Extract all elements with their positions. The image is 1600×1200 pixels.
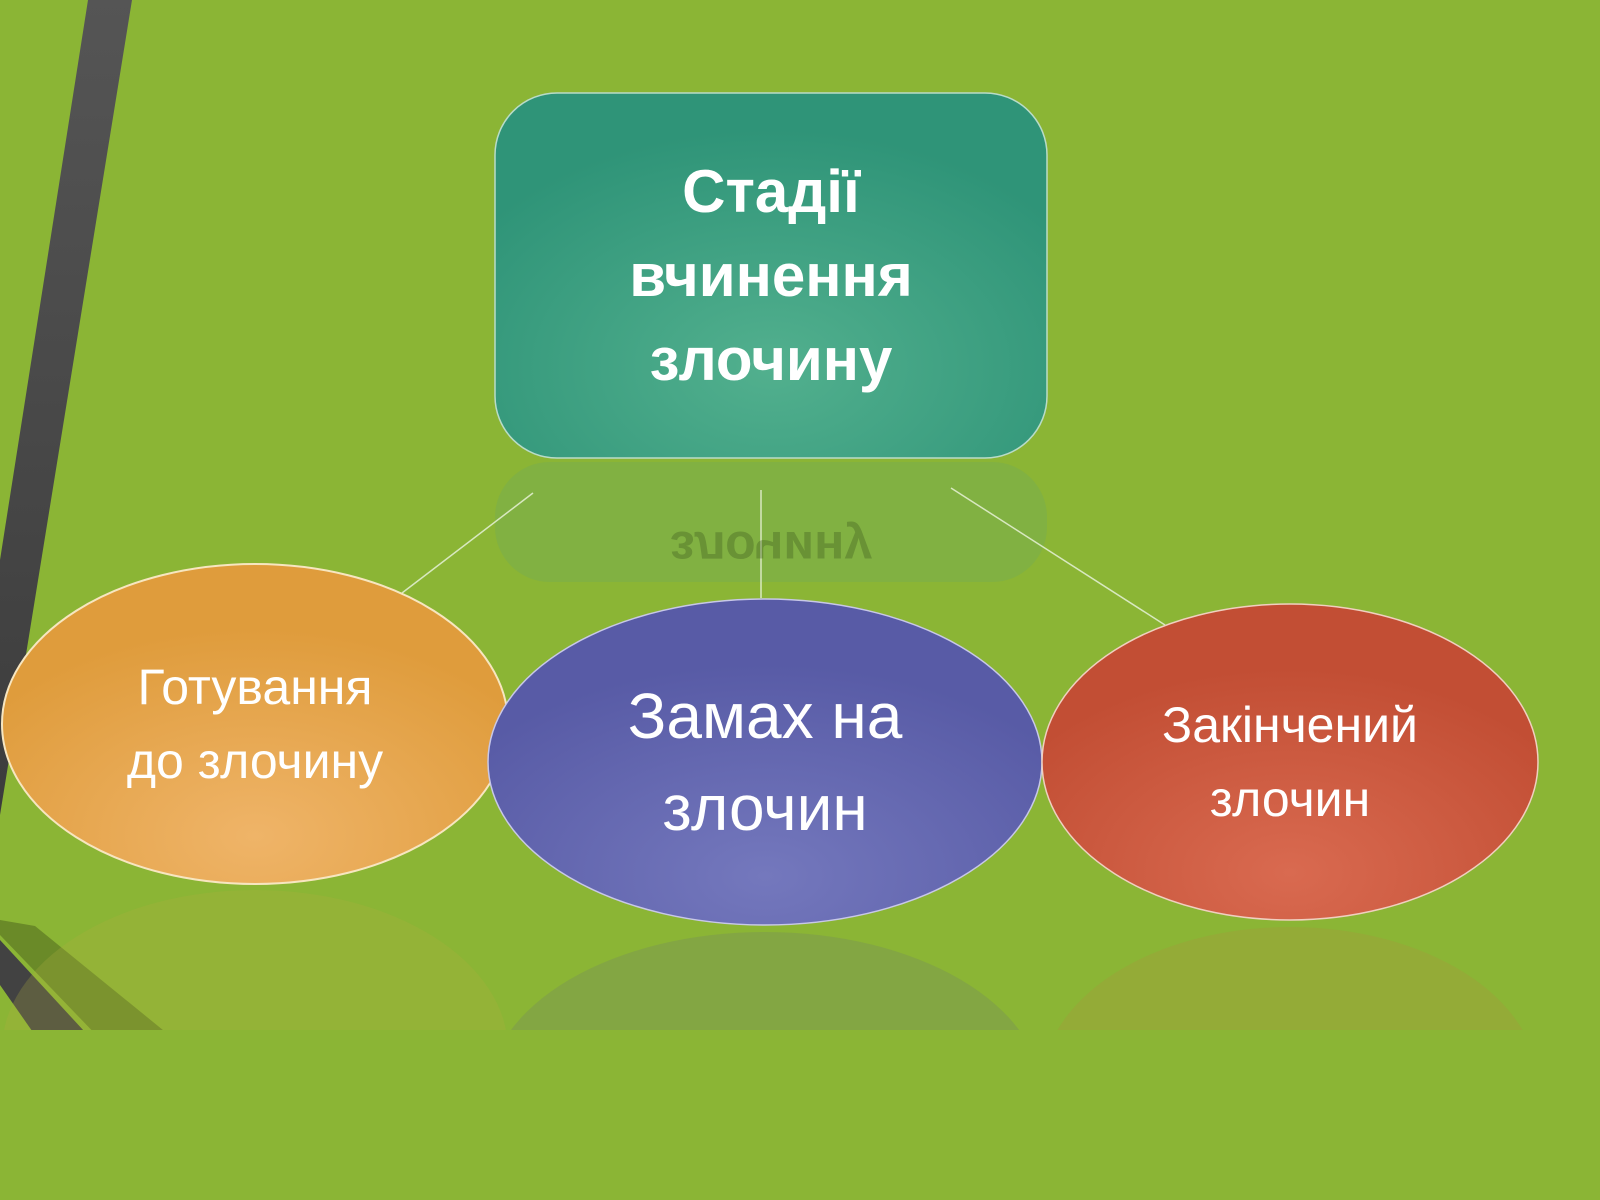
- node-line: Закінчений: [1162, 697, 1418, 753]
- node-line: Замах на: [627, 680, 903, 752]
- root-line: злочину: [649, 325, 893, 393]
- root-node-shape: [494, 92, 1048, 459]
- node-completed: Закінчений злочин: [1042, 604, 1538, 920]
- node-line: злочин: [662, 772, 868, 844]
- root-reflection-text: злочину: [669, 521, 873, 577]
- root-line: вчинення: [629, 241, 913, 309]
- node-line: злочин: [1209, 771, 1371, 827]
- decor-band-top: [0, 0, 132, 815]
- root-node: Стадії вчинення злочину: [495, 93, 1047, 458]
- root-line: Стадії: [682, 157, 860, 225]
- node-shape-completed: [1041, 603, 1539, 921]
- connector-line: [950, 487, 1166, 626]
- node-preparation: Готування до злочину: [2, 564, 508, 884]
- node-attempt: Замах на злочин: [488, 599, 1042, 925]
- connector-line: [401, 492, 534, 594]
- node-line: до злочину: [126, 733, 384, 789]
- root-reflection: [495, 462, 1047, 582]
- node-line: Готування: [137, 659, 373, 715]
